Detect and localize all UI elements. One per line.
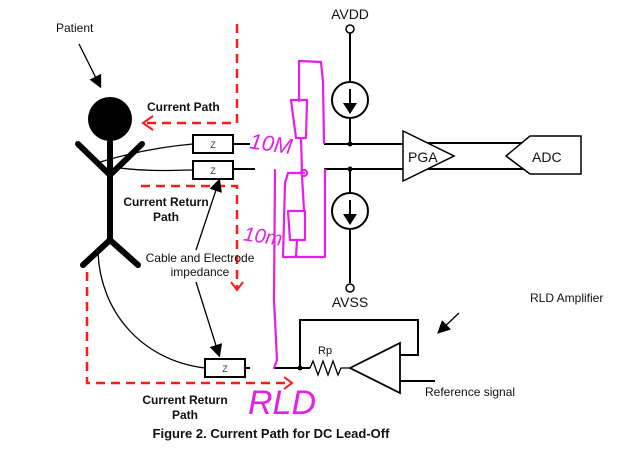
patient-head [88, 97, 132, 141]
svg-text:Z: Z [210, 166, 216, 176]
hand-label-10m-top: 10M [248, 128, 295, 159]
rld-amplifier-circuit: Rp Reference signal [274, 319, 515, 399]
avss-label: AVSS [332, 294, 368, 310]
impedance-top: Z [192, 134, 250, 154]
patient-left-leg [80, 237, 113, 268]
hand-wire-top [297, 59, 326, 145]
pga-label: PGA [408, 149, 438, 165]
current-return-path-label-top-1: Current Return [123, 195, 208, 209]
handwritten-annotations: 10M 10m RLD [242, 59, 327, 422]
patient-left-arm [75, 141, 113, 178]
hand-label-10m-bottom: 10m [242, 223, 284, 250]
current-return-path-top: Current Return Path [123, 184, 244, 292]
hand-wire-rld [272, 168, 279, 370]
figure-caption: Figure 2. Current Path for DC Lead-Off [153, 426, 391, 441]
avdd-current-source: AVDD [331, 6, 369, 144]
svg-text:Z: Z [210, 140, 216, 150]
rld-opamp [347, 341, 401, 395]
cable-middle [119, 167, 194, 172]
avss-current-source: AVSS [331, 169, 369, 310]
current-arrow-down-icon [343, 103, 357, 114]
cable-impedance-label-2: impedance [171, 265, 230, 279]
avss-terminal [345, 283, 355, 293]
current-arrow-down-icon [343, 214, 357, 225]
rld-amplifier-arrow [437, 312, 460, 334]
hand-label-rld: RLD [248, 384, 316, 422]
rld-amplifier-label: RLD Amplifier [530, 291, 603, 305]
cable-top [99, 143, 194, 163]
svg-text:Z: Z [222, 364, 228, 374]
feedback-loop [299, 319, 419, 368]
patient-right-leg [107, 237, 141, 268]
current-return-path-bottom: Current Return Path [85, 272, 294, 422]
impedance-bottom: Z [204, 358, 250, 378]
adc-label: ADC [532, 149, 562, 165]
current-path-label: Current Path [147, 100, 220, 114]
cable-bottom [97, 251, 206, 369]
current-return-path-label-top-2: Path [153, 210, 179, 224]
patient-figure [75, 97, 145, 268]
rp-label: Rp [318, 345, 332, 357]
cable-impedance-label-1: Cable and Electrode [146, 251, 255, 265]
avdd-terminal [345, 24, 355, 34]
current-path: Current Path [141, 24, 239, 131]
current-return-path-label-bottom-2: Path [172, 408, 198, 422]
hand-resistor-bottom [286, 209, 307, 242]
impedance-middle: Z [192, 160, 255, 180]
impedance-arrow-up [195, 178, 222, 251]
pga-block: PGA [402, 129, 456, 183]
avdd-label: AVDD [331, 6, 369, 22]
reference-signal-label: Reference signal [425, 385, 515, 399]
current-return-path-label-bottom-1: Current Return [142, 393, 227, 407]
hand-wire-bottom [281, 168, 327, 259]
hand-resistor-top [289, 98, 309, 140]
patient-label: Patient [56, 21, 94, 35]
patient-arrow [78, 43, 102, 89]
rp-resistor [309, 359, 351, 377]
impedance-arrow-down [195, 281, 223, 358]
patient-right-arm [107, 141, 145, 178]
adc-block: ADC [504, 135, 582, 175]
